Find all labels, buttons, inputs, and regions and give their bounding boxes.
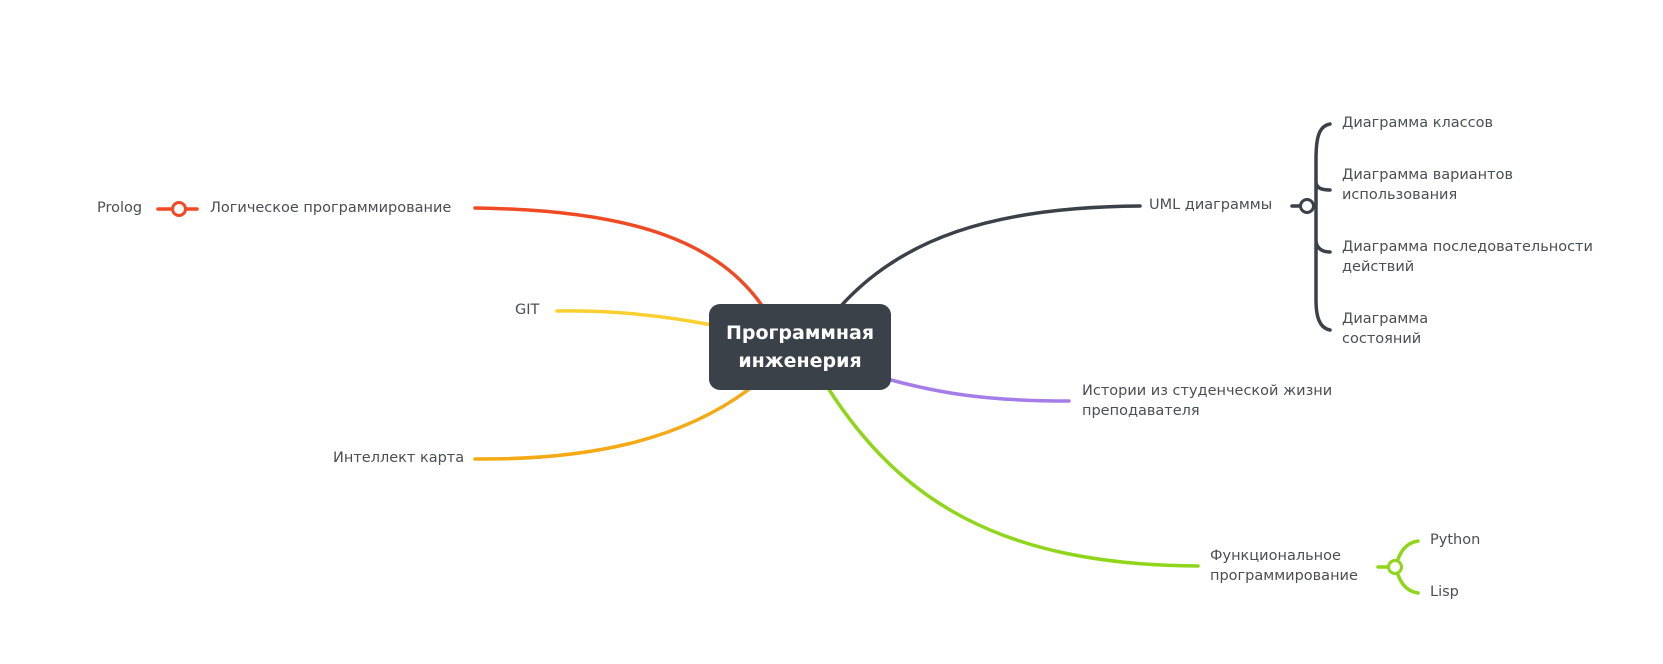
topic-use-case-diagram[interactable]: Диаграмма вариантов использования (1342, 165, 1513, 205)
topic-class-diagram[interactable]: Диаграмма классов (1342, 113, 1493, 133)
topic-functional-programming[interactable]: Функциональное программирование (1210, 546, 1358, 586)
topic-logic-programming[interactable]: Логическое программирование (210, 200, 452, 216)
topic-python[interactable]: Python (1430, 532, 1481, 548)
topic-student-stories-line-1: Истории из студенческой жизни (1082, 383, 1333, 399)
topic-use-case-diagram-line-1: Диаграмма вариантов (1342, 167, 1514, 183)
branch-line-git (555, 309, 714, 327)
topic-uml-diagrams[interactable]: UML диаграммы (1149, 197, 1273, 213)
topic-class-diagram-line-1: Диаграмма классов (1342, 115, 1493, 131)
topic-state-diagram[interactable]: Диаграмма состояний (1342, 309, 1428, 349)
topic-functional-programming-line-1: Функциональное (1210, 548, 1341, 564)
collapse-toggle-logic[interactable] (171, 201, 187, 217)
branch-line-stories (889, 378, 1071, 403)
topic-state-diagram-line-2: состояний (1342, 331, 1422, 347)
collapse-toggle-uml[interactable] (1299, 198, 1315, 214)
bracket-uml-children (1314, 122, 1332, 332)
topic-use-case-diagram-line-2: использования (1342, 187, 1458, 203)
topic-intellect-map[interactable]: Интеллект карта (333, 450, 465, 466)
central-topic-line-1: Программная (725, 322, 875, 344)
central-topic-line-2: инженерия (738, 350, 862, 372)
central-topic[interactable]: Программная инженерия (709, 304, 891, 390)
topic-student-stories[interactable]: Истории из студенческой жизни преподават… (1082, 381, 1332, 421)
topic-lisp[interactable]: Lisp (1430, 584, 1459, 600)
topic-sequence-diagram-line-2: действий (1342, 259, 1415, 275)
topic-prolog[interactable]: Prolog (97, 200, 143, 216)
topic-student-stories-line-2: преподавателя (1082, 403, 1200, 419)
topic-state-diagram-line-1: Диаграмма (1342, 311, 1429, 327)
branch-line-functional (826, 386, 1200, 568)
branch-line-intellect (473, 388, 750, 461)
topic-sequence-diagram[interactable]: Диаграмма последовательности действий (1342, 237, 1593, 277)
topic-functional-programming-line-2: программирование (1210, 568, 1358, 584)
branch-line-uml (838, 204, 1142, 309)
collapse-toggle-functional[interactable] (1387, 559, 1403, 575)
topic-sequence-diagram-line-1: Диаграмма последовательности (1342, 239, 1593, 255)
branch-line-logic (473, 206, 765, 309)
topic-git[interactable]: GIT (515, 302, 540, 318)
